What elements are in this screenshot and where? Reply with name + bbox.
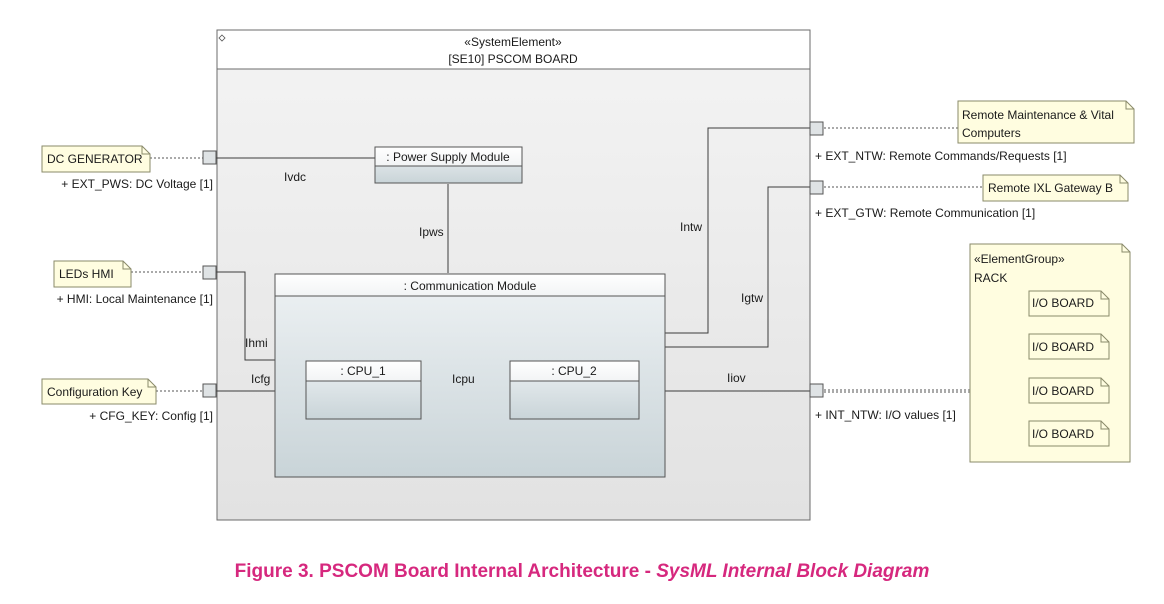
note-dc-generator[interactable]: DC GENERATOR — [41, 145, 151, 173]
system-stereotype: «SystemElement» — [464, 35, 562, 49]
system-name: [SE10] PSCOM BOARD — [448, 52, 578, 66]
dc-generator-label: DC GENERATOR — [47, 152, 143, 166]
label-ihmi: Ihmi — [245, 336, 268, 350]
port-label-hmi: + HMI: Local Maintenance [1] — [57, 292, 213, 306]
port-cfg-key[interactable] — [202, 383, 217, 398]
cpu2-name: : CPU_2 — [551, 364, 597, 378]
port-int-ntw[interactable] — [809, 383, 824, 398]
connector-intw[interactable] — [665, 127, 810, 334]
leds-hmi-label: LEDs HMI — [59, 267, 114, 281]
remote-maintenance-line1: Remote Maintenance & Vital — [962, 108, 1114, 122]
remote-ixl-label: Remote IXL Gateway B — [988, 181, 1113, 195]
cpu1-block[interactable]: : CPU_1 — [305, 360, 422, 420]
block-icon — [218, 34, 226, 42]
port-hmi[interactable] — [202, 265, 217, 280]
label-iiov: Iiov — [727, 371, 746, 385]
rack-name: RACK — [974, 271, 1007, 285]
connector-igtw[interactable] — [665, 186, 810, 348]
note-remote-ixl[interactable]: Remote IXL Gateway B — [982, 174, 1129, 202]
power-supply-module-block[interactable]: : Power Supply Module — [374, 146, 523, 184]
note-config-key[interactable]: Configuration Key — [41, 378, 157, 405]
label-intw: Intw — [680, 220, 702, 234]
power-supply-module-name: : Power Supply Module — [386, 150, 510, 164]
caption-italic: SysML Internal Block Diagram — [656, 561, 930, 582]
io-board-label: I/O BOARD — [1032, 427, 1094, 441]
label-icfg: Icfg — [251, 372, 270, 386]
port-ext-gtw[interactable] — [809, 180, 824, 195]
port-label-int-ntw: + INT_NTW: I/O values [1] — [815, 408, 956, 422]
rack-group[interactable]: «ElementGroup» RACK I/O BOARD I/O BOARD … — [969, 243, 1131, 463]
cpu1-name: : CPU_1 — [340, 364, 386, 378]
io-board-label: I/O BOARD — [1032, 296, 1094, 310]
communication-module-name: : Communication Module — [404, 279, 537, 293]
label-igtw: Igtw — [741, 291, 763, 305]
label-ivdc: Ivdc — [284, 170, 306, 184]
io-board-3[interactable]: I/O BOARD — [1028, 377, 1110, 404]
io-board-1[interactable]: I/O BOARD — [1028, 290, 1110, 317]
note-leds-hmi[interactable]: LEDs HMI — [53, 260, 132, 288]
connector-ihmi[interactable] — [216, 271, 275, 361]
port-label-ext-gtw: + EXT_GTW: Remote Communication [1] — [815, 206, 1035, 220]
port-ext-pws[interactable] — [202, 150, 217, 165]
io-board-2[interactable]: I/O BOARD — [1028, 333, 1110, 360]
config-key-label: Configuration Key — [47, 385, 142, 399]
io-board-label: I/O BOARD — [1032, 340, 1094, 354]
note-remote-maintenance[interactable]: Remote Maintenance & Vital Computers — [957, 100, 1135, 144]
port-label-ext-pws: + EXT_PWS: DC Voltage [1] — [61, 177, 213, 191]
rack-stereotype: «ElementGroup» — [974, 252, 1065, 266]
caption-main: Figure 3. PSCOM Board Internal Architect… — [234, 561, 657, 582]
ports — [202, 121, 824, 398]
remote-maintenance-line2: Computers — [962, 126, 1021, 140]
cpu2-block[interactable]: : CPU_2 — [509, 360, 640, 420]
io-board-label: I/O BOARD — [1032, 384, 1094, 398]
port-ext-ntw[interactable] — [809, 121, 824, 136]
label-ipws: Ipws — [419, 225, 444, 239]
figure-caption: Figure 3. PSCOM Board Internal Architect… — [0, 561, 1164, 583]
external-links — [131, 127, 1029, 393]
io-board-4[interactable]: I/O BOARD — [1028, 420, 1110, 447]
port-label-ext-ntw: + EXT_NTW: Remote Commands/Requests [1] — [815, 149, 1067, 163]
port-label-cfg-key: + CFG_KEY: Config [1] — [89, 409, 213, 423]
label-icpu: Icpu — [452, 372, 475, 386]
